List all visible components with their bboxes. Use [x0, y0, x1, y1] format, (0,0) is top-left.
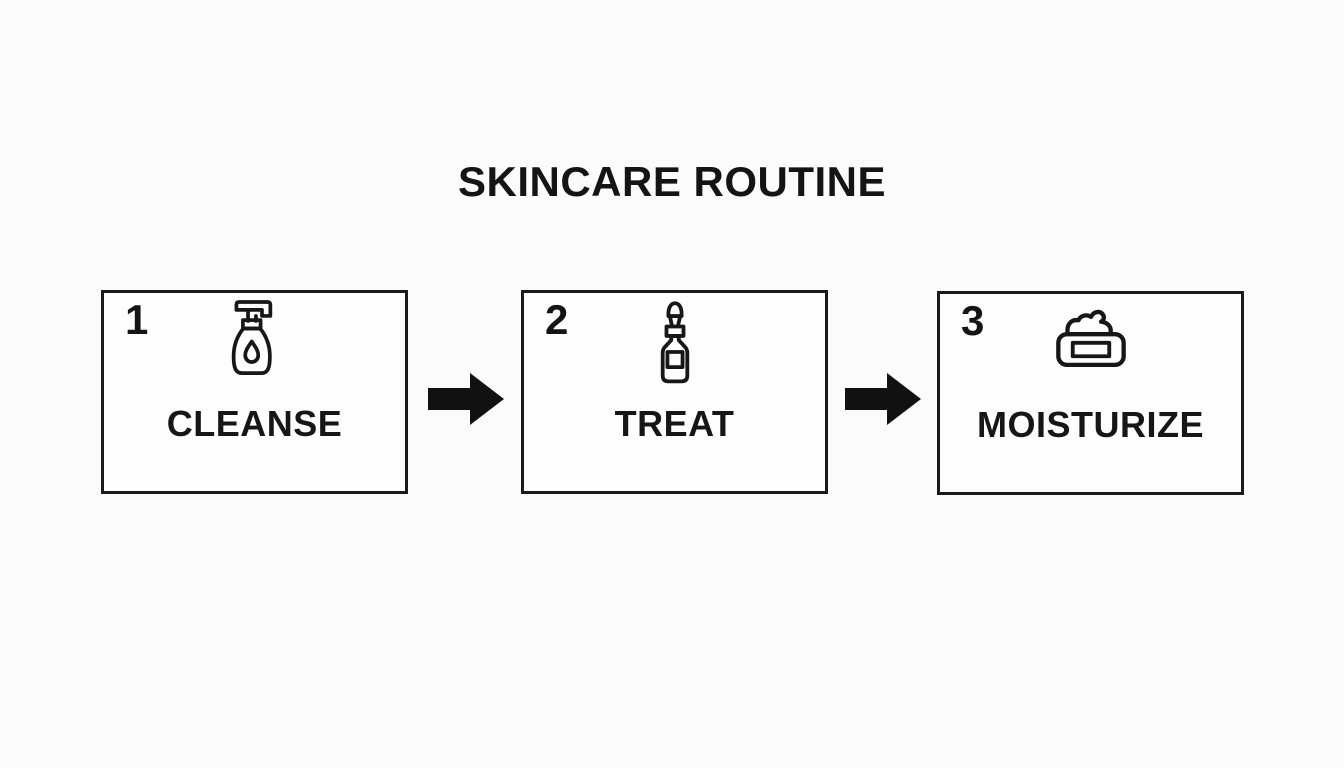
step-label: TREAT: [614, 403, 735, 444]
step-number: 3: [961, 297, 985, 344]
step-box-treat: 2 TREAT: [521, 290, 828, 494]
step-box-moisturize: 3 MOISTURIZE: [937, 291, 1244, 495]
page-title: SKINCARE ROUTINE: [457, 158, 887, 205]
step-number: 1: [125, 296, 149, 343]
pump-bottle-icon: [227, 295, 283, 388]
step-number: 2: [545, 296, 569, 343]
step-label: MOISTURIZE: [977, 404, 1204, 445]
arrow-right-icon: [428, 371, 506, 427]
step-label: CLEANSE: [166, 403, 343, 444]
dropper-bottle-icon: [648, 298, 701, 389]
arrow-right-icon: [845, 371, 923, 427]
cream-jar-icon: [1054, 307, 1127, 369]
step-box-cleanse: 1 CLEANSE: [101, 290, 408, 494]
